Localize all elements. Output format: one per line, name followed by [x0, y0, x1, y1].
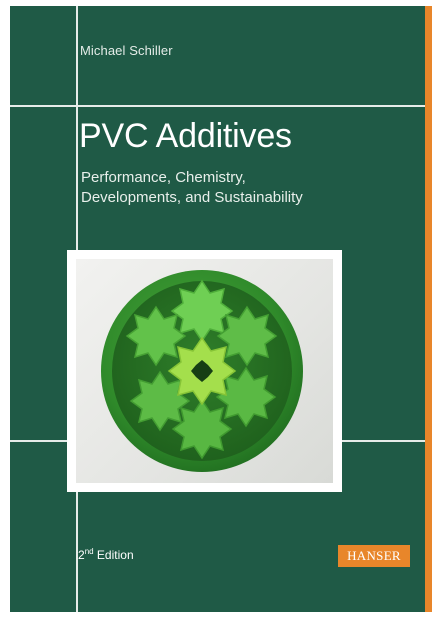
cover-photo-frame [67, 250, 342, 492]
subtitle-line-1: Performance, Chemistry, [81, 169, 246, 186]
edition-suffix: nd [84, 547, 94, 556]
pvc-profile-illustration [101, 270, 303, 472]
horizontal-rule-top [10, 105, 425, 107]
subtitle-line-2: Developments, and Sustainability [81, 189, 303, 206]
publisher-logo: HANSER [338, 545, 410, 567]
edition-label: 2nd Edition [78, 547, 134, 562]
spine-accent-strip [425, 6, 432, 612]
gear-profile-bottom [171, 398, 233, 460]
cover-photo [76, 259, 333, 483]
gear-profile-upper-left [125, 305, 187, 367]
edition-word: Edition [93, 548, 134, 562]
edition-number: 2 [78, 548, 85, 562]
author-name: Michael Schiller [80, 43, 173, 58]
gear-profile-center [167, 336, 237, 406]
gear-profile-lower-right [215, 366, 277, 428]
book-subtitle: Performance, Chemistry, Developments, an… [81, 168, 303, 208]
gear-profile-upper-right [216, 305, 278, 367]
book-title: PVC Additives [79, 117, 292, 155]
